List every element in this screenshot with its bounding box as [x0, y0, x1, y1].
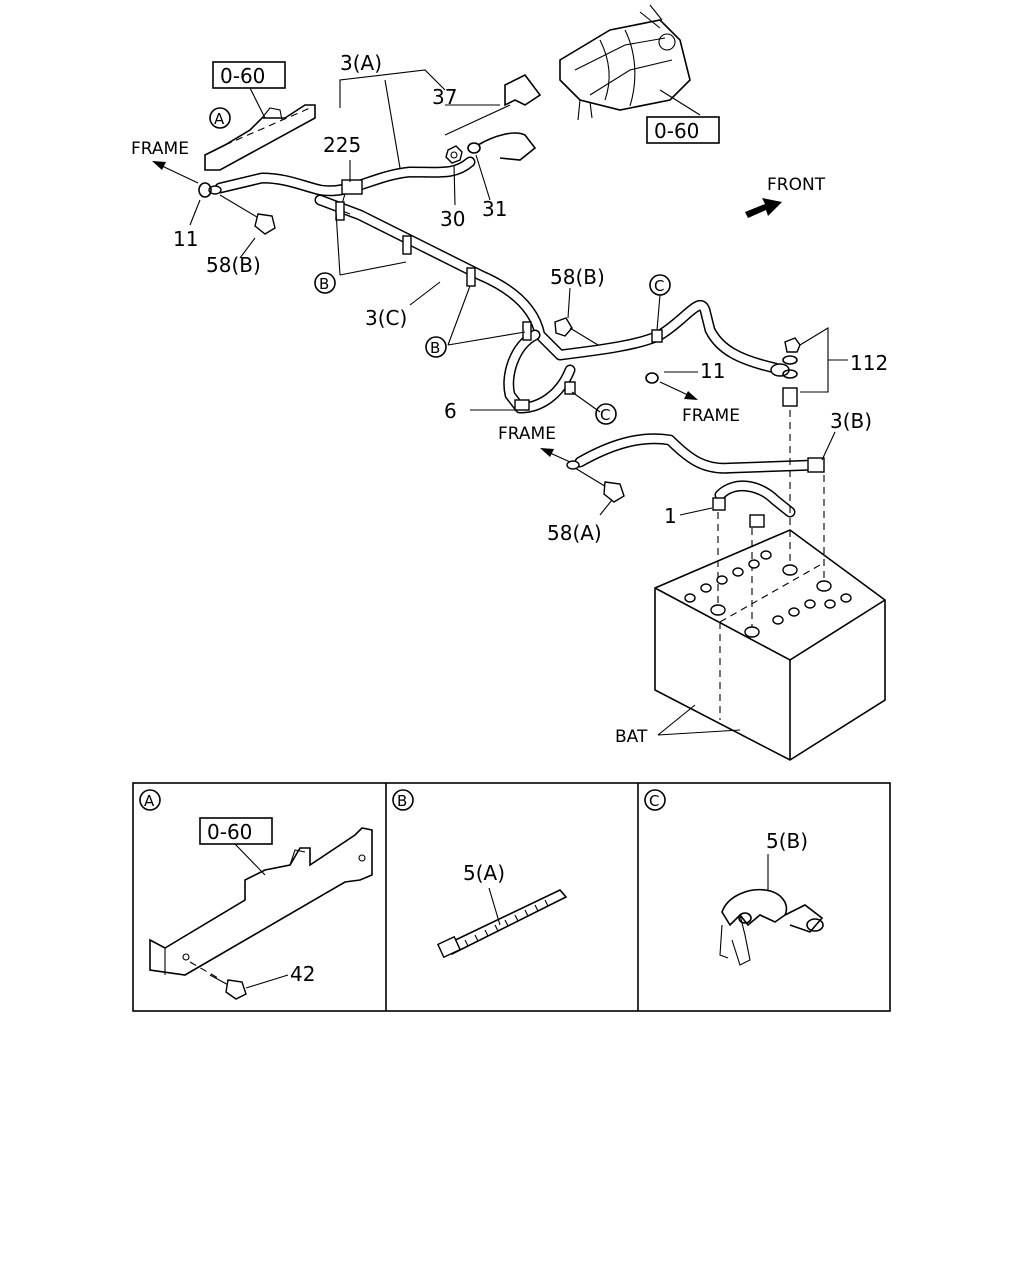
svg-text:B: B [430, 339, 440, 357]
svg-text:C: C [600, 406, 610, 424]
hardware-112 [782, 337, 801, 407]
label-30: 30 [440, 207, 465, 231]
label-58b-left: 58(B) [206, 253, 261, 277]
terminal-31 [467, 132, 537, 161]
battery [654, 529, 886, 761]
label-42: 42 [290, 962, 315, 986]
frame-arrows [152, 161, 698, 463]
inset-a: A 0-60 42 [139, 789, 373, 1000]
callout-b-2: B [425, 336, 447, 358]
clamp-225 [339, 179, 363, 215]
label-31: 31 [482, 197, 507, 221]
inset-c: C 5(B) [644, 789, 824, 966]
label-37: 37 [432, 85, 457, 109]
washer-11-left [198, 182, 212, 198]
label-frame-top-left: FRAME [131, 139, 189, 159]
label-11-left: 11 [173, 227, 198, 251]
bolt-42 [189, 961, 247, 1000]
cable-branch-6 [503, 329, 576, 414]
svg-text:B: B [319, 275, 329, 293]
label-frame-right: FRAME [682, 406, 740, 426]
label-bat: BAT [615, 727, 648, 747]
label-58a: 58(A) [547, 521, 602, 545]
inset-b-letter: B [397, 792, 407, 810]
ref-060-starter-label: 0-60 [654, 119, 699, 143]
cable-terminals [208, 185, 825, 528]
ref-box-top [212, 61, 286, 89]
callout-b-1: B [314, 272, 336, 294]
starter-motor [559, 4, 691, 121]
label-58b-mid: 58(B) [550, 265, 605, 289]
label-11-right: 11 [700, 359, 725, 383]
label-6: 6 [444, 399, 457, 423]
cable-ties-b [335, 201, 532, 341]
cable-tie-5a [436, 889, 568, 959]
inset-c-letter: C [649, 792, 659, 810]
washer-11-right [645, 372, 659, 384]
svg-text:A: A [214, 110, 225, 128]
label-225: 225 [323, 133, 361, 157]
terminal-bracket-37 [444, 73, 542, 136]
label-5a: 5(A) [463, 861, 505, 885]
cable-3a [214, 156, 476, 197]
label-1: 1 [664, 504, 677, 528]
label-112: 112 [850, 351, 888, 375]
ref-060-inset-label: 0-60 [207, 820, 252, 844]
bolt-58a [574, 467, 625, 503]
label-5b: 5(B) [766, 829, 808, 853]
leader-lines [189, 69, 836, 736]
bracket-a-inset [149, 827, 373, 976]
label-front: FRONT [767, 175, 826, 195]
callout-c-2: C [595, 403, 617, 425]
battery-terminal-guides [717, 410, 825, 630]
cable-3c [314, 194, 781, 374]
callout-a-top: A [209, 107, 231, 129]
cable-1 [714, 480, 796, 518]
inset-a-letter: A [144, 792, 155, 810]
label-3b: 3(B) [830, 409, 872, 433]
bolt-58b-mid [554, 317, 599, 346]
clip-5b [719, 888, 824, 966]
label-frame-mid: FRAME [498, 424, 556, 444]
nut-30 [445, 145, 463, 164]
label-3c: 3(C) [365, 306, 407, 330]
label-3a: 3(A) [340, 51, 382, 75]
bracket-a [204, 104, 316, 171]
cable-3b [574, 433, 821, 474]
svg-text:C: C [654, 277, 664, 295]
bolt-58b-left [219, 194, 276, 235]
ref-060-top-label: 0-60 [220, 64, 265, 88]
inset-panels [132, 782, 891, 1012]
callout-c-1: C [649, 274, 671, 296]
inset-b: B 5(A) [392, 789, 568, 959]
front-arrow-icon [745, 198, 782, 218]
ref-box-starter: 0-60 [646, 89, 720, 144]
